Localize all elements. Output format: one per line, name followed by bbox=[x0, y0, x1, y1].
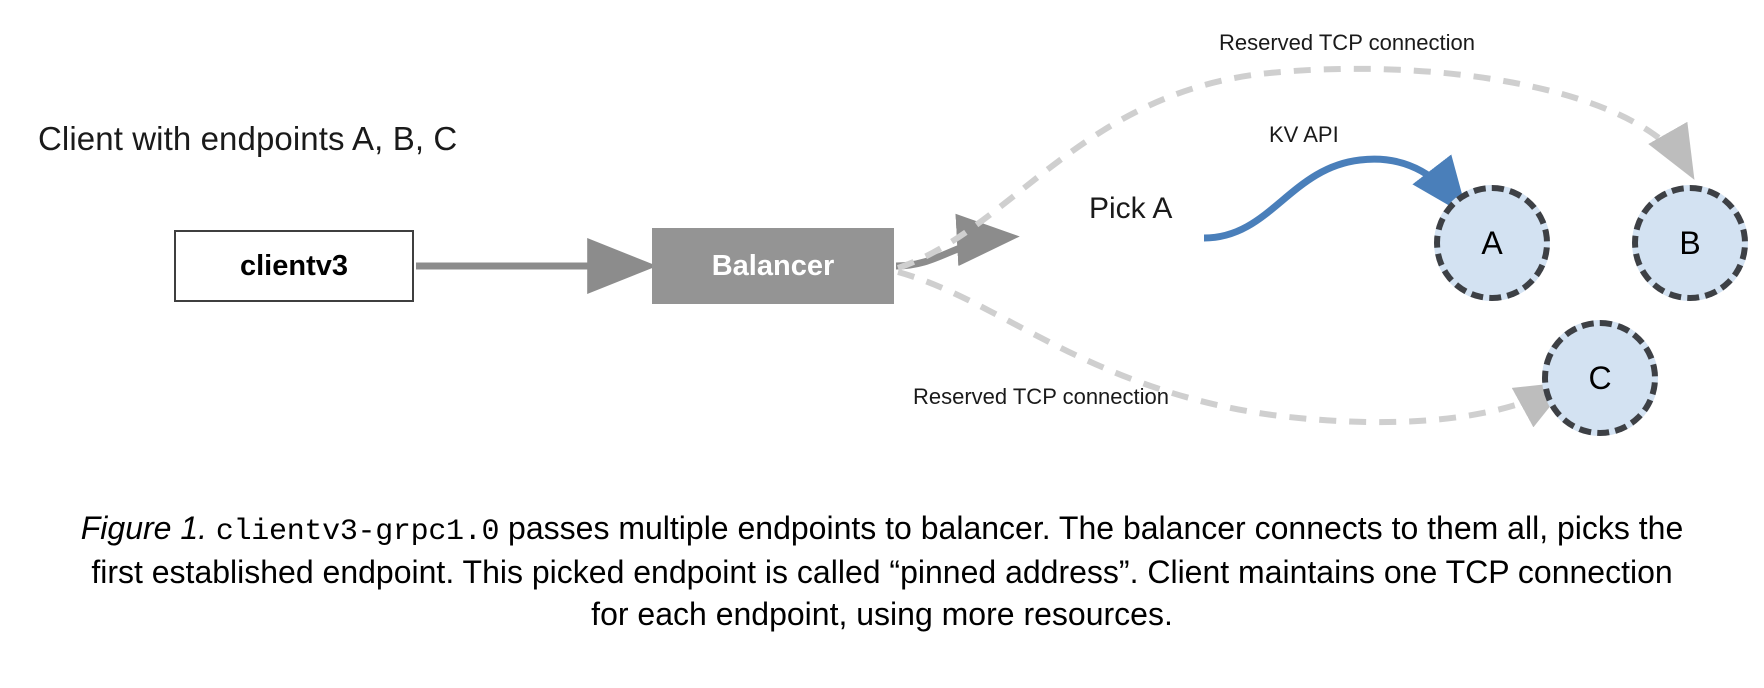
caption-mono-term: clientv3-grpc1.0 bbox=[215, 515, 500, 549]
client-title-label: Client with endpoints A, B, C bbox=[38, 120, 458, 157]
caption-figure-number: Figure 1. bbox=[80, 510, 208, 546]
arrow-kv-api-to-a bbox=[1203, 154, 1469, 242]
dashed-connection-balancer-to-c bbox=[897, 269, 1570, 428]
pick-a-label: Pick A bbox=[1089, 192, 1173, 225]
balancer-box-label: Balancer bbox=[711, 249, 835, 282]
endpoint-node-c: C bbox=[1542, 320, 1658, 436]
clientv3-box-label: clientv3 bbox=[240, 249, 348, 282]
balancer-box: Balancer bbox=[652, 228, 894, 304]
reserved-tcp-connection-bottom-label: Reserved TCP connection bbox=[913, 384, 1169, 409]
clientv3-box: clientv3 bbox=[174, 230, 414, 302]
endpoint-label-c: C bbox=[1588, 359, 1612, 396]
endpoint-node-b: B bbox=[1632, 185, 1748, 301]
caption-body: passes multiple endpoints to balancer. T… bbox=[91, 510, 1684, 632]
endpoint-label-a: A bbox=[1481, 224, 1503, 261]
dashed-connection-balancer-to-b bbox=[897, 65, 1695, 271]
figure-caption: Figure 1. clientv3-grpc1.0 passes multip… bbox=[0, 508, 1764, 635]
diagram-canvas bbox=[416, 65, 1695, 428]
reserved-tcp-connection-top-label: Reserved TCP connection bbox=[1219, 30, 1475, 55]
endpoint-label-b: B bbox=[1679, 224, 1701, 261]
kv-api-label: KV API bbox=[1269, 122, 1339, 147]
endpoint-node-a: A bbox=[1434, 185, 1550, 301]
